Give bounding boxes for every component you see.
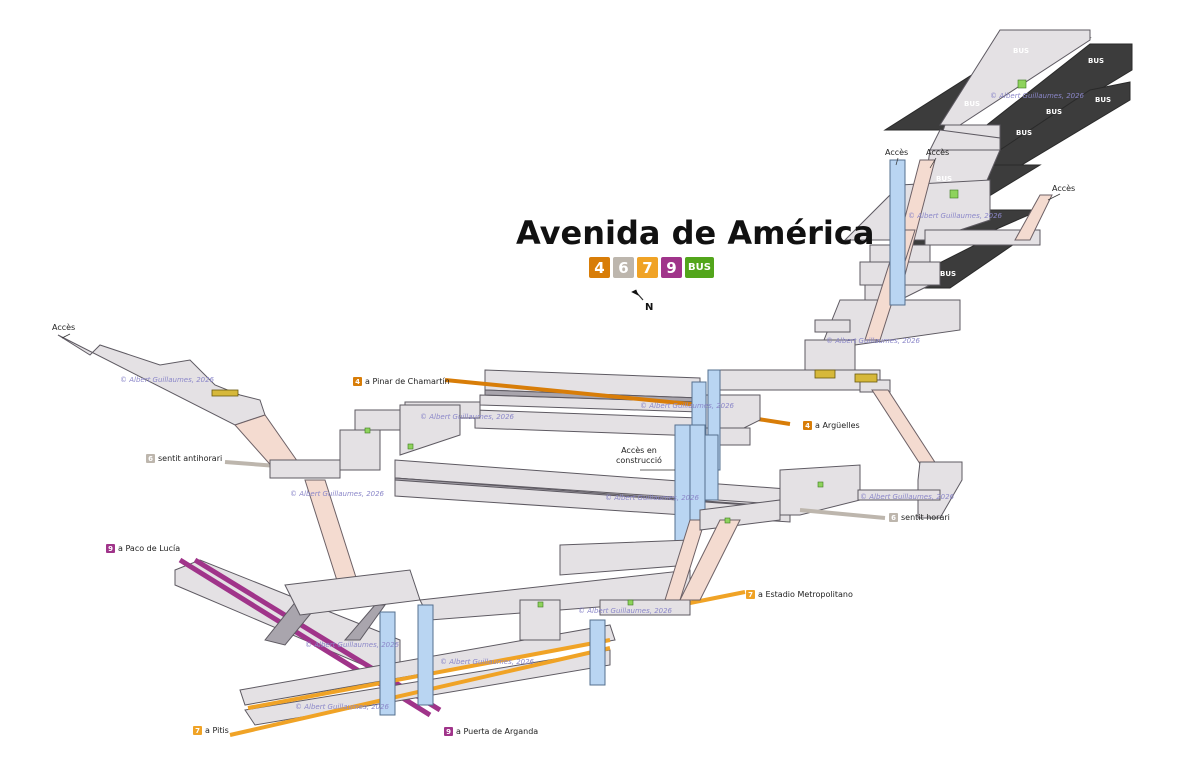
line-badge-4: 4	[589, 257, 610, 278]
bus-icon	[1017, 79, 1027, 89]
label-l4-south: 4 a Argüelles	[803, 421, 860, 430]
walkway	[859, 379, 891, 393]
walkway	[857, 489, 941, 501]
bus-station	[814, 29, 1133, 351]
track-l7	[679, 590, 746, 607]
line-badge-bus: BUS	[685, 257, 714, 278]
hall-step	[814, 319, 851, 333]
label-acces-top2: Accès	[926, 148, 950, 157]
label-l9-south: 9 a Puerta de Arganda	[444, 727, 538, 736]
walkway	[559, 539, 691, 576]
label-acces-right: Accès	[1052, 184, 1076, 193]
watermark: © Albert Guillaumes, 2026	[290, 490, 385, 498]
bus-bay-label: BUS	[936, 175, 953, 183]
watermark: © Albert Guillaumes, 2026	[578, 607, 673, 615]
bus-walkway	[924, 229, 1041, 246]
ramp	[871, 389, 941, 471]
label-text: sentit antihorari	[158, 454, 223, 463]
label-l4-north: 4 a Pinar de Chamartín	[353, 377, 450, 386]
line-badge-9: 9	[661, 257, 682, 278]
bus-icon	[949, 189, 959, 199]
north-label: N	[645, 302, 654, 313]
walkway	[519, 599, 561, 641]
bus-bay-label: BUS	[1046, 108, 1063, 116]
station-title: Avenida de América	[516, 214, 875, 252]
label-l6-anti: 6 sentit antihorari	[146, 454, 222, 463]
elevator-shaft	[889, 159, 906, 306]
label-text: sentit horari	[901, 513, 950, 522]
label-text: a Argüelles	[815, 421, 860, 430]
track-l4	[444, 378, 701, 407]
elevator-shaft	[589, 619, 606, 686]
elevator-shaft	[704, 434, 719, 501]
label-text: a Pinar de Chamartín	[365, 377, 450, 386]
label-l7-west: 7 a Pitis	[193, 726, 229, 735]
mini-badge: 9	[106, 544, 115, 553]
walkway	[269, 459, 341, 479]
mini-badge: 4	[803, 421, 812, 430]
mini-badge: 4	[353, 377, 362, 386]
ticket-machines	[364, 427, 824, 608]
watermark: © Albert Guillaumes, 2026	[860, 493, 955, 501]
mini-badge: 7	[746, 590, 755, 599]
watermark: © Albert Guillaumes, 2026	[908, 212, 1003, 220]
label-acces-left: Accès	[52, 323, 76, 332]
mezzanine	[284, 569, 421, 616]
line-badge-7: 7	[637, 257, 658, 278]
bus-bay-label: BUS	[964, 100, 981, 108]
label-text: a Estadio Metropolitano	[758, 590, 853, 599]
label-text: a Pitis	[205, 726, 229, 735]
label-text: a Paco de Lucía	[118, 544, 181, 553]
watermark: © Albert Guillaumes, 2026	[120, 376, 215, 384]
watermark: © Albert Guillaumes, 2026	[826, 337, 921, 345]
walkway	[399, 404, 461, 456]
walkway	[599, 599, 691, 616]
bus-bay-label: BUS	[1095, 96, 1112, 104]
leader-lines	[61, 157, 1061, 471]
watermark: © Albert Guillaumes, 2026	[295, 703, 390, 711]
stair-structure	[343, 604, 386, 641]
walkway	[779, 464, 861, 516]
watermark: © Albert Guillaumes, 2026	[420, 413, 515, 421]
hall-lower	[819, 299, 961, 351]
watermark: © Albert Guillaumes, 2026	[990, 92, 1085, 100]
stair-exit	[1014, 194, 1053, 241]
label-l7-east: 7 a Estadio Metropolitano	[746, 590, 853, 599]
badge-label: 9	[666, 258, 677, 277]
watermark: © Albert Guillaumes, 2026	[605, 494, 700, 502]
walkway	[339, 429, 381, 471]
watermark: © Albert Guillaumes, 2026	[305, 641, 400, 649]
bus-bay-label: BUS	[1016, 129, 1033, 137]
ramp	[679, 519, 741, 601]
bus-bay-label: BUS	[1013, 47, 1030, 55]
label-acces-top1: Accès	[885, 148, 909, 157]
elevator-shaft	[379, 611, 396, 716]
connector-upper	[719, 339, 963, 519]
line-badges: 4 6 7 9 BUS	[589, 257, 714, 278]
line-badge-6: 6	[613, 257, 634, 278]
mini-badge: 7	[193, 726, 202, 735]
badge-label: BUS	[688, 262, 711, 273]
center-shafts	[674, 369, 721, 556]
label-l9-north: 9 a Paco de Lucía	[106, 544, 180, 553]
fare-gates	[211, 369, 878, 397]
badge-label: 4	[594, 258, 605, 277]
bus-bay-label: BUS	[1088, 57, 1105, 65]
label-text: a Puerta de Arganda	[456, 727, 539, 736]
mini-badge: 6	[146, 454, 155, 463]
badge-label: 6	[618, 258, 629, 277]
bus-bay-label: BUS	[940, 270, 957, 278]
label-l6-hor: 6 sentit horari	[889, 513, 950, 522]
walkway	[354, 409, 401, 431]
label-acces-construction: Accès en construcció	[616, 446, 662, 465]
watermark: © Albert Guillaumes, 2026	[440, 658, 535, 666]
mini-badge: 6	[889, 513, 898, 522]
elevator-shaft	[417, 604, 434, 706]
badge-label: 7	[642, 258, 653, 277]
mini-badge: 9	[444, 727, 453, 736]
lines79-complex	[174, 499, 781, 737]
track-l6	[799, 508, 886, 520]
watermark: © Albert Guillaumes, 2026	[640, 402, 735, 410]
